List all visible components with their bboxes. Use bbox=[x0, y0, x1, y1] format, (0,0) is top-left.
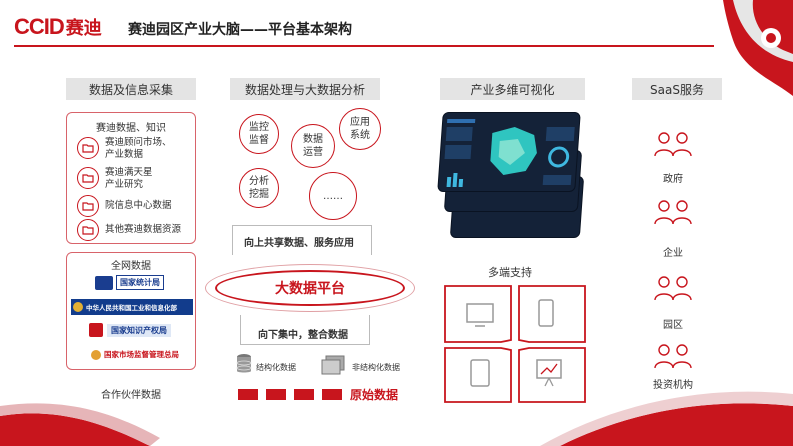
cnipa-logo: 国家知识产权局 bbox=[89, 323, 171, 337]
list-item: 赛迪满天星 产业研究 bbox=[77, 167, 153, 191]
folder-icon bbox=[77, 195, 99, 217]
raw-data-label: 原始数据 bbox=[350, 388, 399, 402]
people-group-icon bbox=[654, 276, 692, 301]
down-integrate-label: 向下集中，整合数据 bbox=[258, 330, 348, 341]
emblem-icon bbox=[91, 349, 101, 360]
raw-data-block bbox=[322, 389, 342, 400]
up-share-label: 向上共享数据、服务应用 bbox=[244, 238, 354, 249]
up-bracket bbox=[232, 225, 372, 255]
folder-icon bbox=[77, 219, 99, 241]
col-head-visual: 产业多维可视化 bbox=[440, 78, 585, 100]
saas-park: 园区 bbox=[663, 320, 683, 331]
emblem-icon bbox=[95, 275, 113, 290]
circle-more: …… bbox=[309, 172, 357, 220]
circle-monitor: 监控 监督 bbox=[239, 114, 279, 154]
list-item-label: 赛迪满天星 产业研究 bbox=[105, 167, 153, 190]
corner-swirl-icon bbox=[723, 0, 793, 96]
list-item-label: 其他赛迪数据资源 bbox=[105, 224, 182, 235]
page-title: 赛迪园区产业大脑——平台基本架构 bbox=[128, 22, 352, 38]
list-item-label: 赛迪顾问市场、 产业数据 bbox=[105, 137, 172, 160]
list-item-label: 院信息中心数据 bbox=[105, 200, 172, 211]
people-group-icon bbox=[654, 344, 692, 369]
structured-data-label: 结构化数据 bbox=[256, 363, 296, 372]
circle-apps: 应用 系统 bbox=[339, 108, 381, 150]
ccid-data-box: 赛迪数据、知识 赛迪顾问市场、 产业数据 赛迪满天星 产业研究 院信息中心数据 … bbox=[66, 112, 196, 244]
web-data-box: 全网数据 国家统计局 中华人民共和国工业和信息化部 国家知识产权局 国家市场监督… bbox=[66, 252, 196, 370]
people-group-icon bbox=[654, 132, 692, 157]
web-box-title: 全网数据 bbox=[111, 261, 151, 272]
raw-data-block bbox=[266, 389, 286, 400]
list-item: 赛迪顾问市场、 产业数据 bbox=[77, 137, 172, 161]
saas-enterprise: 企业 bbox=[663, 248, 683, 259]
multi-terminal-label: 多端支持 bbox=[488, 266, 532, 279]
circle-data-ops: 数据 运营 bbox=[291, 124, 335, 168]
partner-data-label: 合作伙伴数据 bbox=[101, 390, 161, 401]
raw-data-block bbox=[238, 389, 258, 400]
logo-ccid-text: CCID bbox=[14, 14, 65, 39]
saas-government: 政府 bbox=[663, 174, 683, 185]
col-head-collect: 数据及信息采集 bbox=[66, 78, 196, 100]
big-data-platform: 大数据平台 bbox=[215, 270, 405, 306]
unstructured-data-label: 非结构化数据 bbox=[352, 363, 400, 372]
multi-device-grid bbox=[444, 285, 586, 403]
dashboard-map-icon bbox=[444, 119, 575, 187]
saas-investor: 投资机构 bbox=[653, 380, 693, 391]
folder-icon bbox=[77, 137, 99, 159]
emblem-icon bbox=[73, 302, 83, 312]
list-item: 其他赛迪数据资源 bbox=[77, 219, 181, 241]
dashboard-screen-front bbox=[437, 112, 581, 192]
circle-analysis: 分析 挖掘 bbox=[239, 168, 279, 208]
database-icon bbox=[236, 354, 252, 373]
col-head-saas: SaaS服务 bbox=[632, 78, 722, 100]
folder-icon bbox=[77, 167, 99, 189]
list-item: 院信息中心数据 bbox=[77, 195, 172, 217]
emblem-icon bbox=[89, 323, 103, 337]
ccid-box-title: 赛迪数据、知识 bbox=[96, 123, 166, 134]
col-head-process: 数据处理与大数据分析 bbox=[230, 78, 380, 100]
ccid-logo: CCID 赛迪 bbox=[14, 14, 102, 40]
platform-ring bbox=[205, 264, 415, 312]
people-group-icon bbox=[654, 200, 692, 225]
samr-logo: 国家市场监督管理总局 bbox=[91, 349, 179, 360]
miit-logo: 中华人民共和国工业和信息化部 bbox=[71, 299, 193, 315]
stats-bureau-logo: 国家统计局 bbox=[95, 275, 164, 290]
logo-cn-text: 赛迪 bbox=[65, 18, 102, 39]
raw-data-block bbox=[294, 389, 314, 400]
documents-icon bbox=[321, 355, 345, 375]
header-divider bbox=[14, 45, 714, 47]
down-bracket bbox=[240, 315, 370, 345]
header: CCID 赛迪 赛迪园区产业大脑——平台基本架构 bbox=[0, 0, 793, 96]
